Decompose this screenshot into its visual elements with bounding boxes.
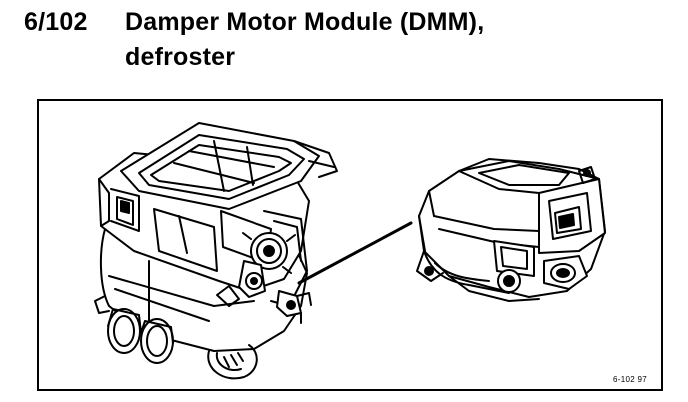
page-title-line-1: Damper Motor Module (DMM), xyxy=(125,8,485,36)
figure-frame: 6-102 97 xyxy=(37,99,663,391)
page-title-line-2: defroster xyxy=(125,43,236,71)
reference-number: 6/102 xyxy=(24,8,88,36)
hvac-housing-drawing xyxy=(94,122,338,380)
page-heading: 6/102 Damper Motor Module (DMM), defrost… xyxy=(24,8,664,78)
technical-illustration xyxy=(94,122,606,380)
figure-code: 6-102 97 xyxy=(613,375,647,384)
callout-line xyxy=(297,221,413,285)
damper-motor-module-drawing xyxy=(416,158,606,302)
